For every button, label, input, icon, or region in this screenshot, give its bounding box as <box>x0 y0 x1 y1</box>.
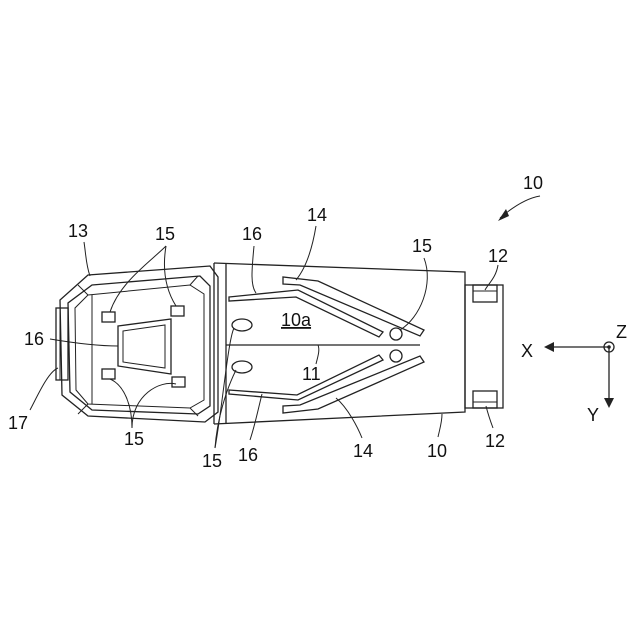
cover-holes <box>102 306 185 387</box>
label-device-body: 10 <box>427 441 447 461</box>
axis-y-label: Y <box>587 405 599 425</box>
label-hole-bottom-left: 15 <box>124 429 144 449</box>
label-rail-left: 16 <box>24 329 44 349</box>
label-arm-bottom: 14 <box>353 441 373 461</box>
label-slit: 11 <box>302 364 321 384</box>
label-cover: 13 <box>68 221 88 241</box>
connector-end <box>465 285 503 408</box>
label-hole-center: 15 <box>202 451 222 471</box>
label-hole-top-left: 15 <box>155 224 175 244</box>
label-rail-bottom: 16 <box>238 445 258 465</box>
label-hole-right: 15 <box>412 236 432 256</box>
label-face: 10a <box>281 310 312 330</box>
axis-x-label: X <box>521 341 533 361</box>
label-hinge: 17 <box>8 413 28 433</box>
cover-window <box>118 319 171 374</box>
label-rail-top: 16 <box>242 224 262 244</box>
label-device: 10 <box>523 173 543 193</box>
label-arm-top: 14 <box>307 205 327 225</box>
label-tab-top: 12 <box>488 246 508 266</box>
reference-labels: 10 13 15 16 14 15 12 10a 16 11 17 15 15 … <box>8 173 543 471</box>
axis-symbol: X Y Z <box>521 322 627 425</box>
axis-z-label: Z <box>616 322 627 342</box>
label-tab-bottom: 12 <box>485 431 505 451</box>
